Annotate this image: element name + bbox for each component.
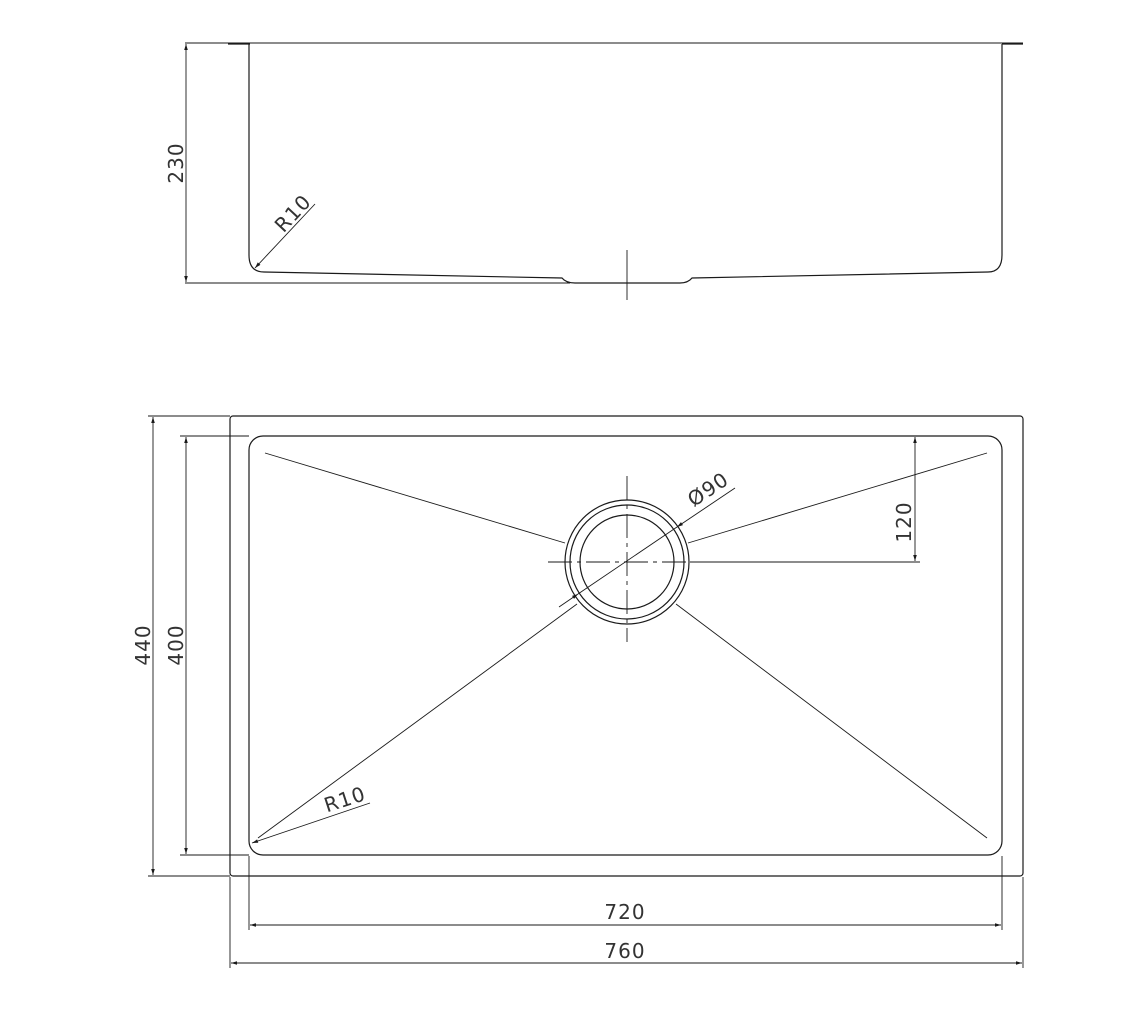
slope-line (257, 603, 578, 839)
drain (548, 476, 706, 642)
bowl-inner (248, 435, 1003, 856)
slope-line (687, 452, 988, 544)
inner-width-label: 720 (604, 900, 645, 924)
extension-lines (229, 856, 1024, 968)
top-view: Ø90 120 400 440 R10 720 760 (131, 415, 1024, 968)
extension-lines (148, 415, 249, 877)
slope-line (264, 452, 566, 544)
outer-depth-label: 440 (131, 624, 155, 665)
drain-diameter-label: Ø90 (683, 467, 733, 512)
inner-depth-label: 400 (164, 624, 188, 665)
drain-offset-label: 120 (892, 501, 916, 542)
outer-width-label: 760 (604, 939, 645, 963)
diameter-arrow (558, 593, 579, 608)
radius-leader (254, 203, 316, 269)
diameter-arrow (676, 487, 736, 528)
depth-label: 230 (164, 142, 188, 183)
corner-radius-leader (251, 802, 371, 844)
outer-rim (229, 415, 1024, 877)
sink-profile (248, 44, 1003, 284)
slope-line (675, 603, 988, 839)
diameter-dimension-line (577, 526, 678, 595)
side-radius-label: R10 (270, 190, 316, 237)
side-view: 230 R10 (164, 42, 1023, 300)
